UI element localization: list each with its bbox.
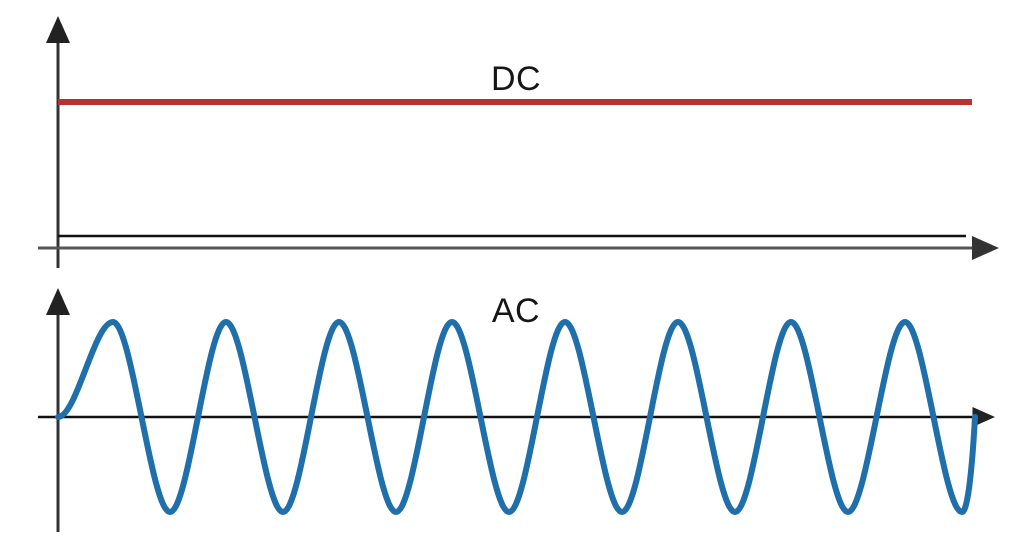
ac-signal-sine-wave bbox=[55, 319, 978, 515]
dc-label: DC bbox=[491, 60, 541, 98]
ac-label: AC bbox=[492, 292, 540, 330]
ac-panel: AC bbox=[38, 288, 995, 532]
dc-panel: DC bbox=[38, 16, 999, 268]
